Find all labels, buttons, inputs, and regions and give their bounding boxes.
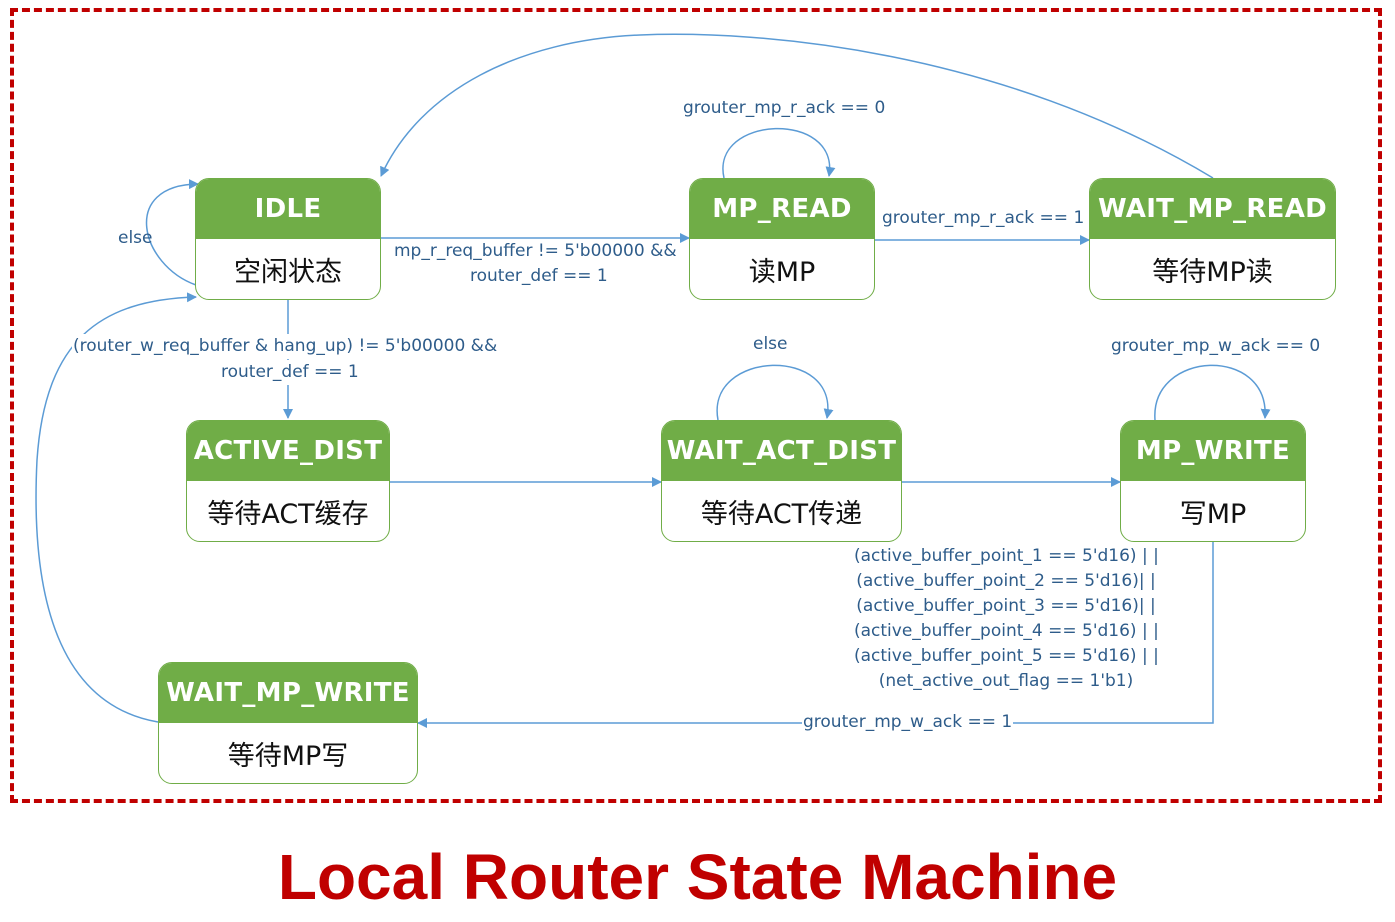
state-name: ACTIVE_DIST: [187, 421, 389, 481]
condition-line: (active_buffer_point_1 == 5'd16) | |: [854, 546, 1159, 566]
label-idle-to-active-line1: (router_w_req_buffer & hang_up) != 5'b00…: [72, 334, 499, 359]
state-name: WAIT_ACT_DIST: [662, 421, 901, 481]
state-name: MP_READ: [690, 179, 874, 239]
arrow-mp-write-to-wait-mp-write: [417, 541, 1214, 728]
label-idle-to-mp-read-line1: mp_r_req_buffer != 5'b00000 &&: [394, 241, 677, 261]
label-idle-to-active-line2: router_def == 1: [220, 360, 360, 385]
condition-line: (active_buffer_point_4 == 5'd16) | |: [854, 621, 1159, 641]
label-mp-write-to-wait-condition: (active_buffer_point_1 == 5'd16) | | (ac…: [853, 544, 1159, 694]
state-idle[interactable]: IDLE 空闲状态: [195, 178, 381, 300]
diagram-title: Local Router State Machine: [277, 841, 1118, 913]
condition-line: (active_buffer_point_5 == 5'd16) | |: [854, 646, 1159, 666]
state-desc: 写MP: [1179, 498, 1247, 530]
label-mp-read-self: grouter_mp_r_ack == 0: [683, 98, 886, 118]
state-desc: 读MP: [748, 256, 816, 288]
state-name: WAIT_MP_WRITE: [159, 663, 417, 723]
label-mp-write-to-wait: grouter_mp_w_ack == 1: [802, 710, 1014, 735]
arrow-wait-mp-write-to-idle: [35, 292, 197, 723]
arrow-mp-write-self-loop: [1154, 364, 1271, 421]
state-name: MP_WRITE: [1121, 421, 1305, 481]
state-wait-mp-write[interactable]: WAIT_MP_WRITE 等待MP写: [158, 662, 418, 784]
label-mp-read-to-wait: grouter_mp_r_ack == 1: [882, 208, 1085, 228]
condition-line: (net_active_out_flag == 1'b1): [878, 671, 1134, 691]
state-wait-act-dist[interactable]: WAIT_ACT_DIST 等待ACT传递: [661, 420, 902, 542]
arrow-wait-act-self-loop: [716, 364, 834, 421]
state-mp-read[interactable]: MP_READ 读MP: [689, 178, 875, 300]
state-desc: 空闲状态: [234, 256, 342, 288]
label-wait-act-self: else: [753, 334, 788, 354]
state-active-dist[interactable]: ACTIVE_DIST 等待ACT缓存: [186, 420, 390, 542]
state-wait-mp-read[interactable]: WAIT_MP_READ 等待MP读: [1089, 178, 1336, 300]
arrow-idle-self-loop: [145, 179, 199, 286]
arrow-wait-mp-read-to-idle: [380, 33, 1214, 179]
state-mp-write[interactable]: MP_WRITE 写MP: [1120, 420, 1306, 542]
condition-line: (active_buffer_point_2 == 5'd16)| |: [856, 571, 1156, 591]
state-name: IDLE: [196, 179, 380, 239]
condition-line: (active_buffer_point_3 == 5'd16)| |: [856, 596, 1156, 616]
label-idle-self: else: [118, 228, 153, 248]
label-mp-write-self: grouter_mp_w_ack == 0: [1111, 336, 1321, 356]
state-desc: 等待MP读: [1152, 256, 1273, 288]
dashed-frame: [10, 8, 1382, 803]
label-idle-to-mp-read-line2: router_def == 1: [470, 266, 608, 286]
state-desc: 等待ACT传递: [700, 498, 863, 530]
state-desc: 等待MP写: [227, 740, 349, 772]
state-name: WAIT_MP_READ: [1090, 179, 1335, 239]
arrow-mp-read-self-loop: [722, 127, 836, 179]
state-desc: 等待ACT缓存: [207, 498, 369, 530]
